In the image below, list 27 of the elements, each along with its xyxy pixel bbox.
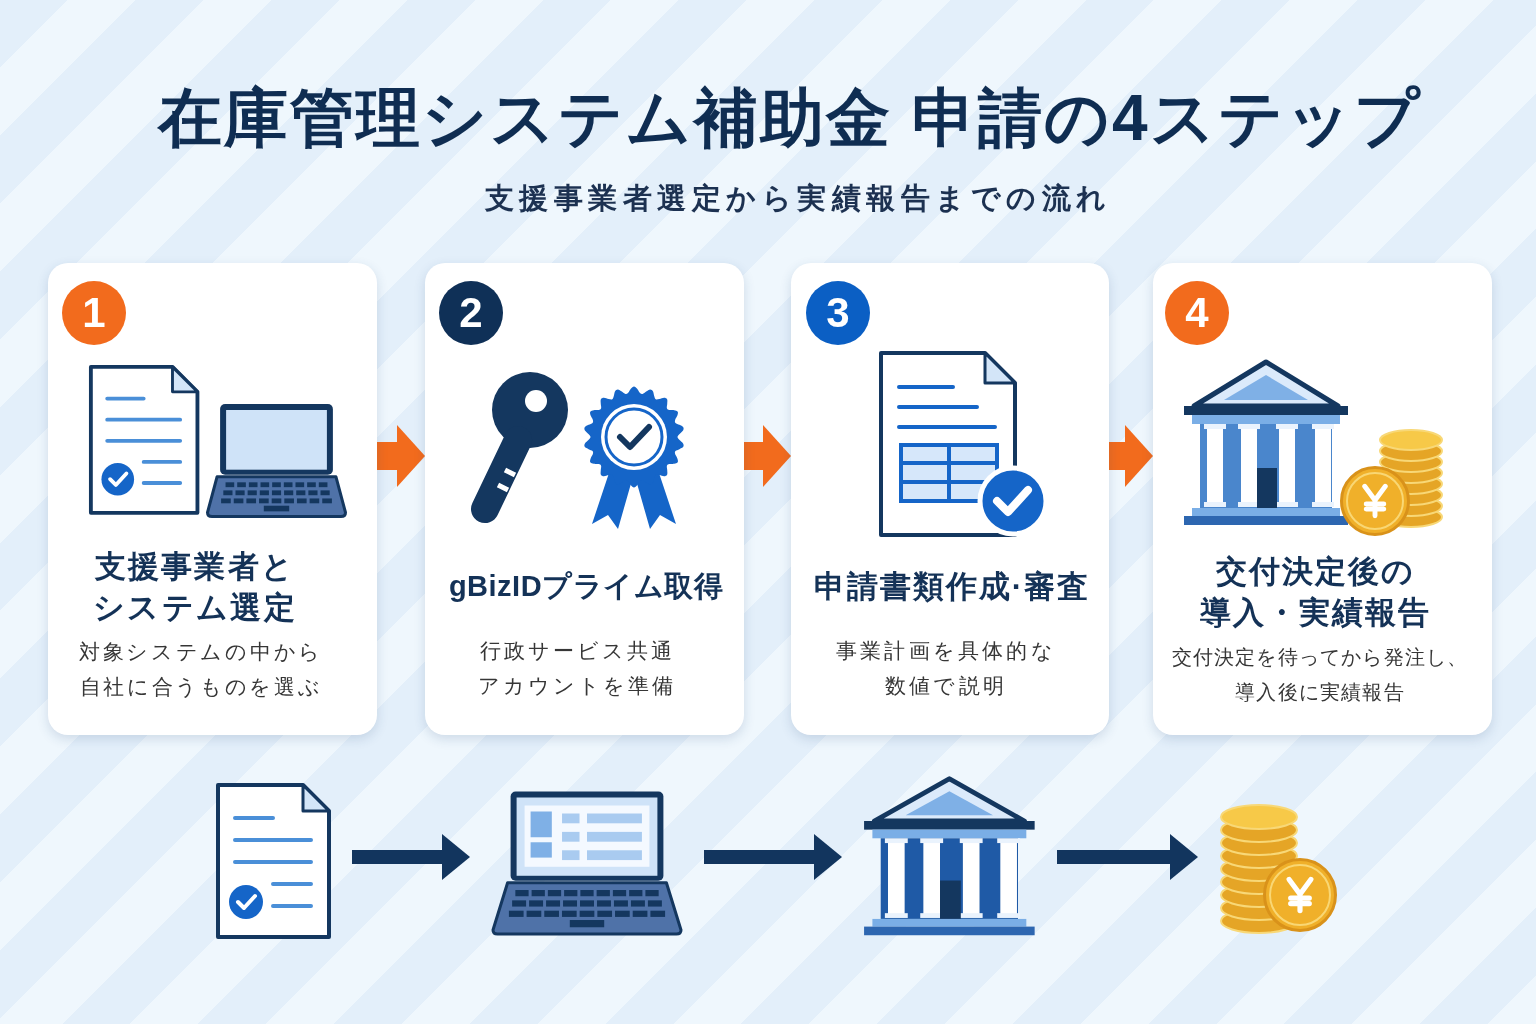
step-heading: 交付決定後の導入・実績報告: [1199, 553, 1431, 632]
step-number-badge: 2: [439, 281, 503, 345]
document-check-icon: [215, 782, 332, 940]
step-description: 交付決定を待ってから発注し、導入後に実績報告: [1171, 645, 1469, 705]
step-description: 行政サービス共通アカウントを準備: [478, 638, 676, 699]
arrow: [744, 425, 791, 487]
step-number-badge: 4: [1165, 281, 1229, 345]
subtitle: 支援事業者選定から実績報告までの流れ: [484, 181, 1112, 216]
laptop-icon: [490, 790, 684, 937]
step-heading: gBizIDプライム取得: [448, 569, 724, 604]
step-description: 対象システムの中から自社に合うものを選ぶ: [79, 639, 323, 700]
arrow: [1057, 834, 1198, 880]
arrow: [1109, 425, 1153, 487]
arrow: [352, 834, 470, 880]
step-card: [1153, 263, 1492, 735]
arrow: [704, 834, 842, 880]
arrow: [377, 425, 425, 487]
bank-icon: [862, 775, 1037, 936]
step-number-badge: 1: [62, 281, 126, 345]
step-heading: 支援事業者とシステム選定: [93, 548, 297, 627]
title: 在庫管理システム補助金 申請の4ステップ: [158, 81, 1422, 156]
step-card: [425, 263, 744, 735]
step-description: 事業計画を具体的な数値で説明: [836, 638, 1056, 699]
step-card: [791, 263, 1109, 735]
step-card: [48, 263, 377, 735]
step-heading: 申請書類作成·審査: [813, 568, 1091, 606]
step-number-badge: 3: [806, 281, 870, 345]
